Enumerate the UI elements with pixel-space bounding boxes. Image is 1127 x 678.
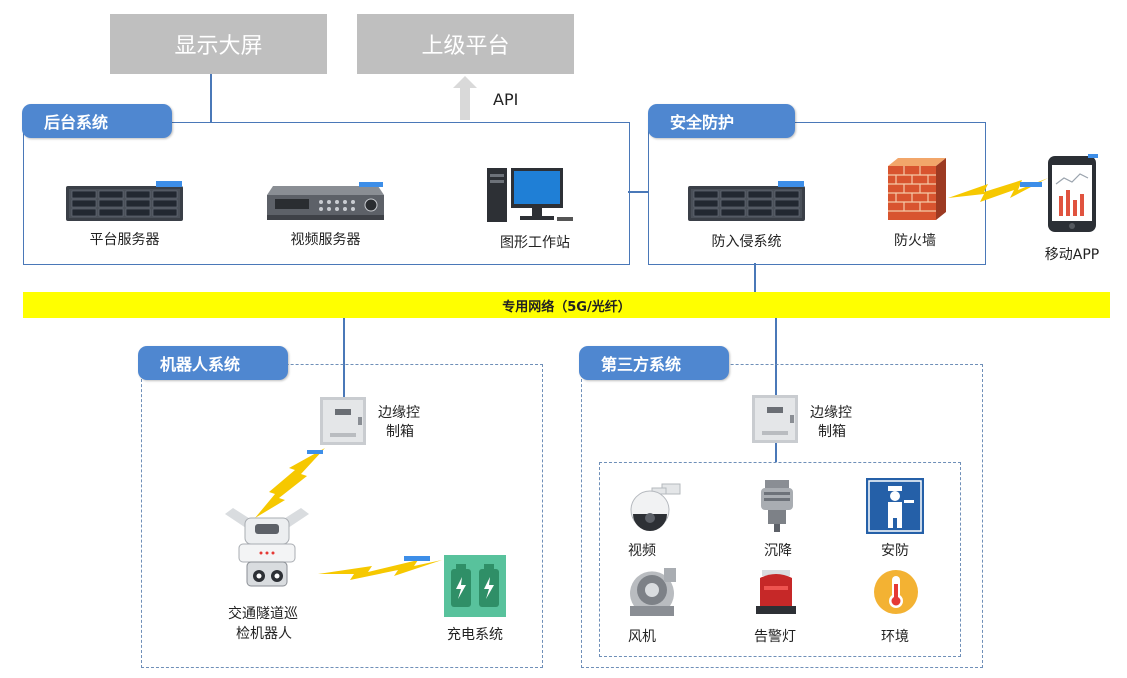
third-party-title: 第三方系统 bbox=[579, 346, 729, 380]
platform-server-icon bbox=[66, 181, 183, 221]
device-fan-label: 风机 bbox=[628, 629, 656, 645]
security-title: 安全防护 bbox=[648, 104, 795, 138]
api-arrow-icon bbox=[453, 76, 477, 120]
firewall-label: 防火墙 bbox=[894, 233, 936, 249]
display-connector bbox=[210, 74, 212, 122]
robot-wireless-signal-icon bbox=[255, 448, 325, 518]
robot-edge-box-icon bbox=[320, 397, 366, 445]
third-party-frame bbox=[581, 364, 983, 668]
fan-icon bbox=[630, 568, 676, 616]
device-settlement-label: 沉降 bbox=[764, 543, 792, 559]
backend-system-title: 后台系统 bbox=[22, 104, 172, 138]
intrusion-server-icon bbox=[688, 181, 805, 221]
charging-label: 充电系统 bbox=[447, 627, 503, 643]
robot-system-frame bbox=[141, 364, 543, 668]
device-security-label: 安防 bbox=[881, 543, 909, 559]
robot-label-2: 检机器人 bbox=[236, 626, 292, 642]
firewall-icon bbox=[888, 158, 946, 220]
alarm-light-icon bbox=[756, 570, 796, 614]
display-screen-label: 显示大屏 bbox=[174, 34, 263, 59]
upper-platform-label: 上级平台 bbox=[421, 34, 510, 59]
settlement-sensor-icon bbox=[761, 480, 793, 532]
robot-edge-box-label-1: 边缘控 bbox=[378, 405, 420, 421]
thirdparty-edge-box-label-2: 制箱 bbox=[818, 424, 846, 440]
robot-network-connector bbox=[343, 318, 345, 398]
video-server-label: 视频服务器 bbox=[290, 232, 361, 248]
device-video-label: 视频 bbox=[628, 543, 656, 559]
intrusion-system-label: 防入侵系统 bbox=[711, 234, 782, 250]
environment-thermometer-icon bbox=[874, 570, 918, 614]
video-server-icon bbox=[267, 182, 384, 220]
edge-devices-connector bbox=[775, 443, 777, 462]
robot-system-title: 机器人系统 bbox=[138, 346, 288, 380]
robot-label-1: 交通隧道巡 bbox=[228, 606, 298, 622]
security-guard-icon bbox=[866, 478, 924, 534]
device-alarm-light-label: 告警灯 bbox=[754, 629, 796, 645]
device-environment-label: 环境 bbox=[881, 629, 909, 645]
network-label: 专用网络（5G/光纤） bbox=[502, 299, 631, 315]
display-screen-box: 显示大屏 bbox=[110, 14, 327, 74]
mobile-app-label: 移动APP bbox=[1044, 247, 1100, 263]
devices-frame bbox=[599, 462, 961, 657]
camera-icon bbox=[630, 483, 681, 531]
platform-server-label: 平台服务器 bbox=[89, 232, 160, 248]
thirdparty-edge-box-label-1: 边缘控 bbox=[810, 405, 852, 421]
mobile-app-icon bbox=[1048, 154, 1098, 232]
api-label: API bbox=[493, 90, 519, 109]
thirdparty-edge-box-icon bbox=[752, 395, 798, 443]
backend-system-frame bbox=[23, 122, 630, 265]
robot-icon bbox=[225, 508, 309, 587]
security-network-connector bbox=[754, 263, 756, 292]
workstation-icon bbox=[487, 168, 573, 222]
thirdparty-network-connector bbox=[775, 318, 777, 396]
wireless-signal-icon bbox=[948, 178, 1048, 202]
robot-edge-box-label-2: 制箱 bbox=[386, 424, 414, 440]
upper-platform-box: 上级平台 bbox=[357, 14, 574, 74]
charging-wireless-signal-icon bbox=[318, 556, 442, 580]
network-bar: 专用网络（5G/光纤） bbox=[23, 292, 1110, 318]
backend-security-link bbox=[628, 191, 648, 193]
workstation-label: 图形工作站 bbox=[500, 235, 570, 251]
charging-station-icon bbox=[444, 555, 506, 617]
